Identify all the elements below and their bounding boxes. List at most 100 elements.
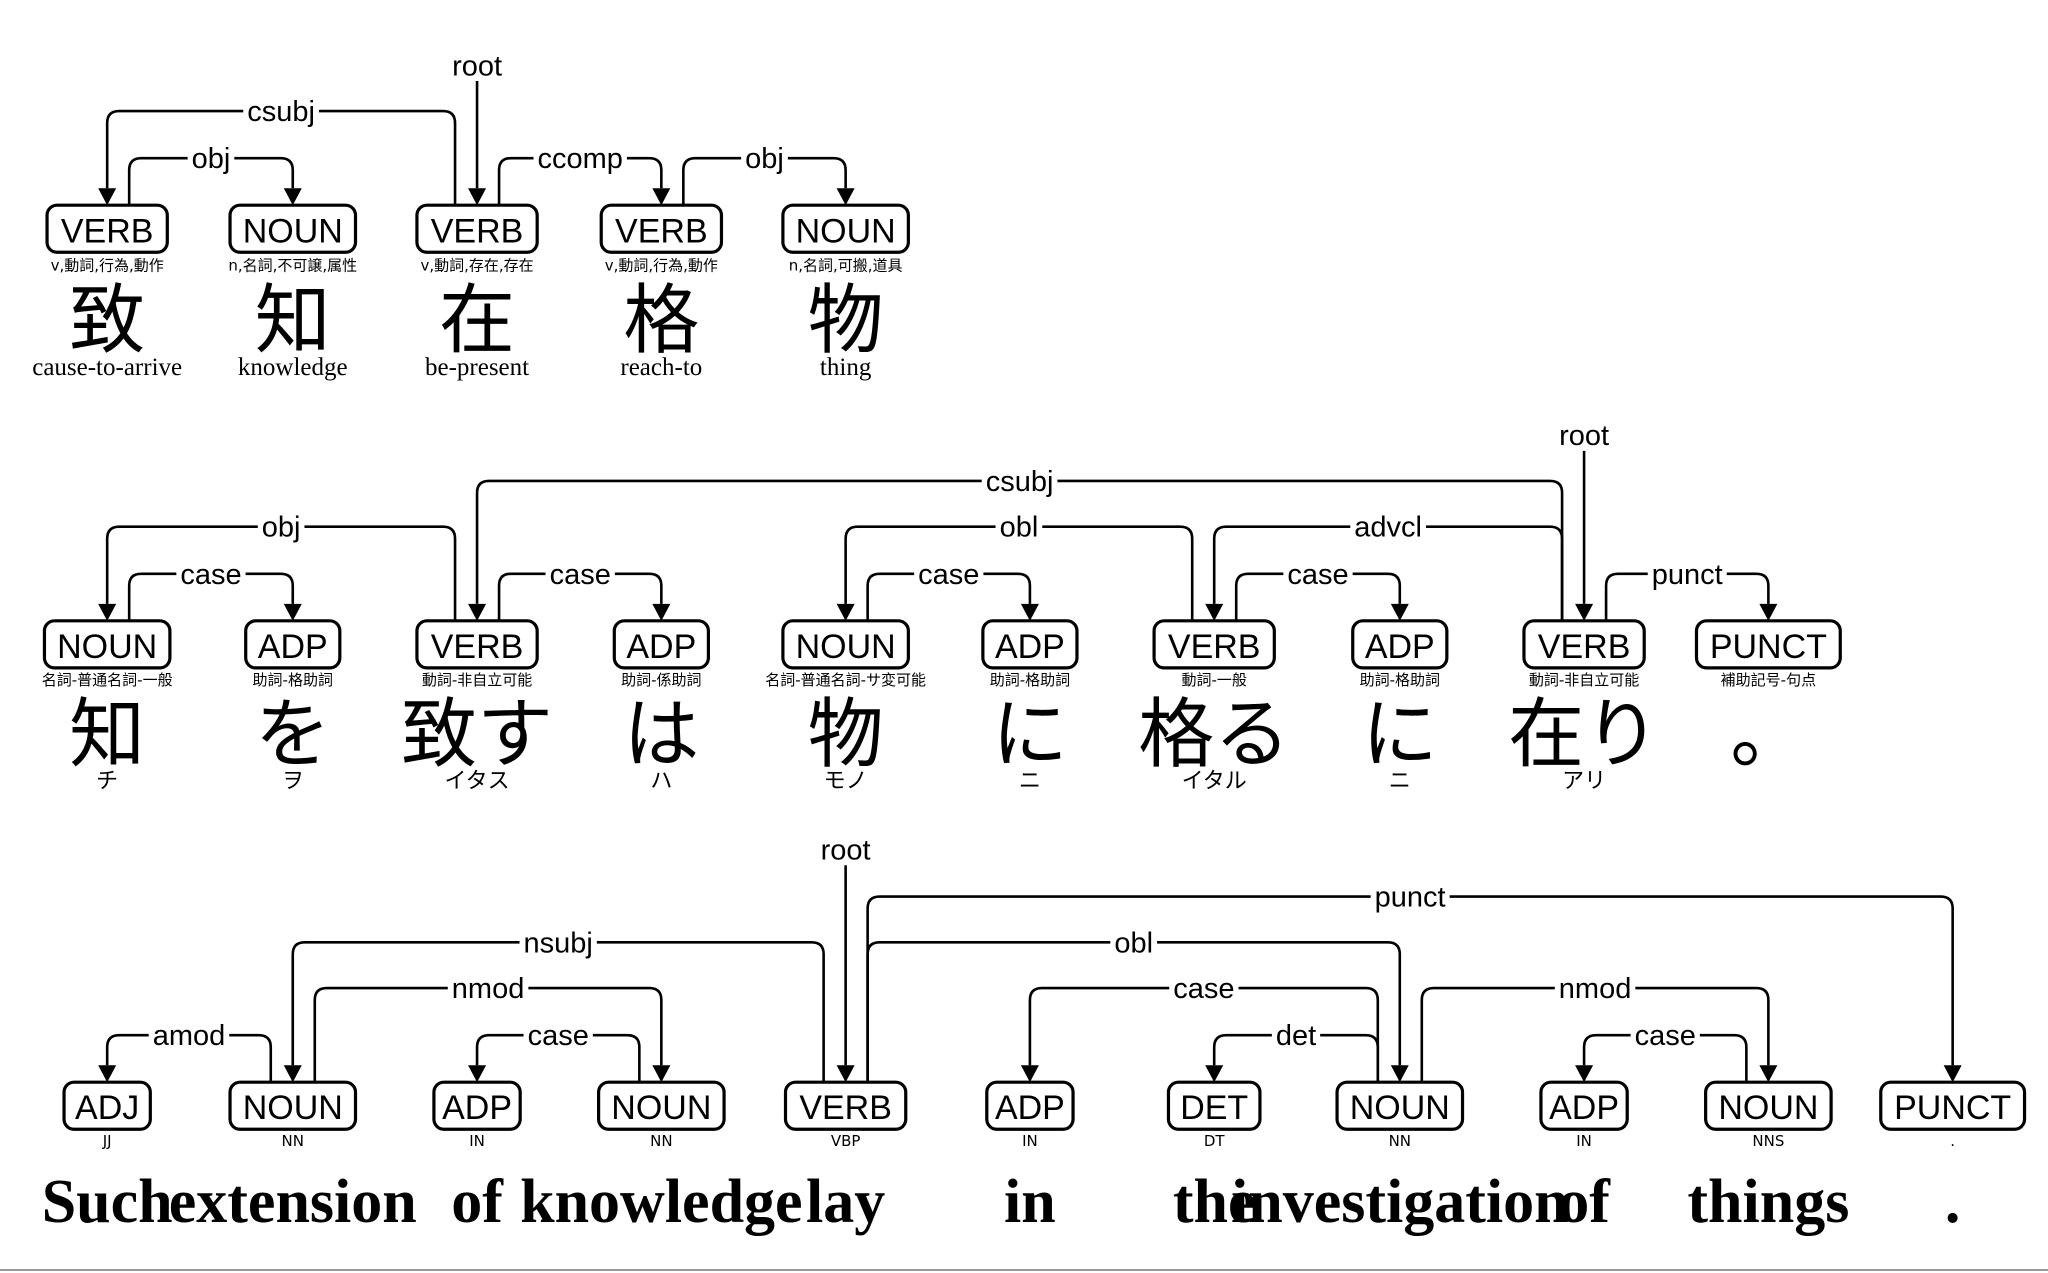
arc-label-japanese-punct: punct bbox=[1652, 559, 1723, 591]
morph-features: NN bbox=[650, 1132, 672, 1150]
arc-label-japanese-advcl: advcl bbox=[1354, 512, 1422, 544]
pos-tag: NOUN bbox=[57, 628, 157, 666]
arrowhead-japanese-obj bbox=[98, 603, 117, 621]
root-arrowhead-classical bbox=[468, 188, 487, 206]
pos-tag-box bbox=[783, 1080, 908, 1131]
arrowhead-english-case bbox=[468, 1065, 487, 1083]
pos-tag: VERB bbox=[1538, 628, 1631, 666]
word-form: Such bbox=[42, 1168, 173, 1236]
reading-text: ヲ bbox=[282, 769, 304, 794]
morph-features: 名詞-普通名詞-サ変可能 bbox=[765, 671, 926, 689]
arc-label-english-det: det bbox=[1276, 1020, 1316, 1052]
pos-tag: ADJ bbox=[75, 1089, 139, 1127]
arc-label-classical-ccomp-bg bbox=[533, 143, 627, 176]
pos-tag: DET bbox=[1180, 1089, 1248, 1127]
morph-features: n,名詞,可搬,道具 bbox=[789, 257, 903, 275]
reading-text: モノ bbox=[824, 769, 868, 794]
morph-features: 動詞-一般 bbox=[1181, 671, 1246, 689]
pos-tag: NOUN bbox=[243, 212, 343, 250]
pos-tag-box bbox=[597, 1080, 726, 1131]
pos-tag: ADP bbox=[1365, 628, 1435, 666]
pos-tag: ADP bbox=[626, 628, 696, 666]
word-form: 知 bbox=[69, 690, 145, 779]
gloss-text: be-present bbox=[425, 354, 529, 381]
arc-label-classical-obj: obj bbox=[745, 143, 784, 175]
morph-features: 動詞-非自立可能 bbox=[422, 671, 532, 689]
arc-english-obl bbox=[866, 941, 1402, 1083]
pos-tag-box bbox=[1879, 1080, 2027, 1131]
word-form: を bbox=[255, 690, 331, 779]
arc-label-japanese-obl: obl bbox=[1000, 512, 1039, 544]
word-form: 物 bbox=[808, 275, 884, 364]
arc-label-classical-ccomp: ccomp bbox=[537, 143, 622, 175]
arc-label-classical-obj-bg bbox=[187, 143, 235, 176]
arc-label-english-nmod-bg bbox=[1554, 973, 1636, 1006]
arc-label-english-case: case bbox=[1635, 1020, 1696, 1052]
pos-tag-box bbox=[981, 619, 1079, 670]
arrowhead-english-case bbox=[1575, 1065, 1594, 1083]
arc-label-english-punct-bg bbox=[1370, 881, 1450, 914]
morph-features: NNS bbox=[1752, 1132, 1784, 1150]
arrowhead-english-amod bbox=[98, 1065, 117, 1083]
pos-tag-box bbox=[45, 203, 169, 254]
word-form: に bbox=[1362, 690, 1438, 779]
arc-label-english-nmod: nmod bbox=[1559, 973, 1632, 1005]
arc-label-english-case-bg bbox=[523, 1020, 593, 1053]
word-form: things bbox=[1687, 1168, 1849, 1236]
arc-label-japanese-case: case bbox=[1287, 559, 1348, 591]
arrowhead-japanese-advcl bbox=[1205, 603, 1224, 621]
arc-label-classical-csubj: csubj bbox=[247, 96, 315, 128]
arc-label-english-nsubj-bg bbox=[519, 927, 597, 960]
arc-label-english-punct: punct bbox=[1375, 882, 1446, 914]
word-form: knowledge bbox=[520, 1168, 802, 1236]
word-form: of bbox=[451, 1168, 504, 1236]
token-english-10: PUNCT.. bbox=[1879, 1080, 2027, 1236]
pos-tag-box bbox=[1704, 1080, 1833, 1131]
morph-features: NN bbox=[1389, 1132, 1411, 1150]
word-form: は bbox=[623, 690, 699, 779]
arrowhead-classical-csubj bbox=[98, 188, 117, 206]
arc-label-japanese-advcl-bg bbox=[1350, 511, 1426, 544]
pos-tag: VERB bbox=[799, 1089, 892, 1127]
pos-tag-box bbox=[781, 203, 910, 254]
morph-features: IN bbox=[1022, 1132, 1038, 1150]
pos-tag-box bbox=[1152, 619, 1276, 670]
arrowhead-japanese-punct bbox=[1759, 603, 1778, 621]
arc-label-english-amod-bg bbox=[148, 1020, 230, 1053]
word-form: 。 bbox=[1730, 690, 1806, 779]
morph-features: NN bbox=[282, 1132, 304, 1150]
arc-label-english-case-bg bbox=[1630, 1020, 1700, 1053]
tokens-layer: VERBv,動詞,行為,動作致cause-to-arriveNOUNn,名詞,不… bbox=[32, 203, 2027, 1236]
pos-tag-box bbox=[599, 203, 724, 254]
word-form: 在 bbox=[439, 275, 515, 364]
word-form: 致す bbox=[401, 690, 553, 779]
arc-label-english-nsubj: nsubj bbox=[524, 927, 593, 959]
reading-text: ニ bbox=[1389, 769, 1411, 794]
word-form: 致 bbox=[69, 275, 145, 364]
pos-tag: VERB bbox=[61, 212, 154, 250]
pos-tag-box bbox=[985, 1080, 1075, 1131]
pos-tag: VERB bbox=[431, 212, 524, 250]
pos-tag: VERB bbox=[431, 628, 524, 666]
arc-label-english-det-bg bbox=[1271, 1020, 1321, 1053]
reading-text: イタル bbox=[1182, 769, 1247, 794]
arc-label-japanese-csubj-bg bbox=[981, 465, 1058, 498]
root-arrowhead-japanese bbox=[1575, 603, 1594, 621]
arc-label-japanese-obl-bg bbox=[995, 511, 1043, 544]
morph-features: v,動詞,行為,動作 bbox=[51, 257, 164, 275]
arrowhead-classical-obj bbox=[836, 188, 855, 206]
arrowhead-english-obl bbox=[1390, 1065, 1409, 1083]
word-form: 格 bbox=[623, 275, 699, 364]
word-form: 物 bbox=[808, 690, 884, 779]
